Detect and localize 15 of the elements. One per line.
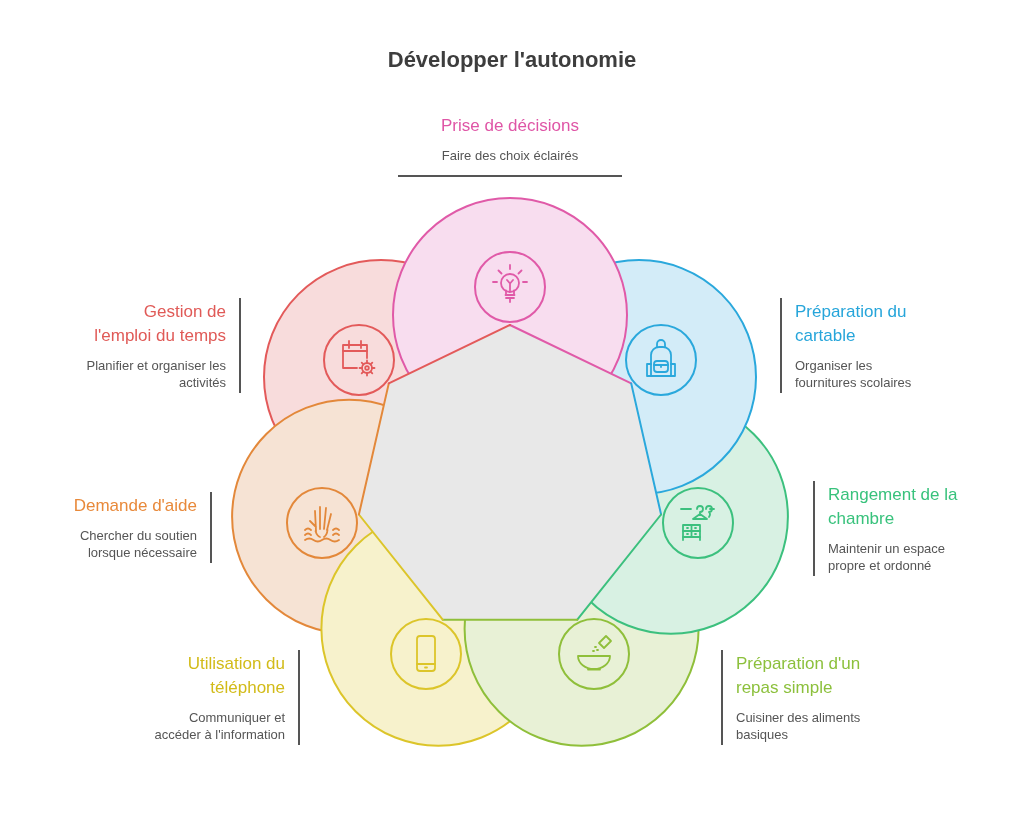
step-description: Planifier et organiser les activités (85, 357, 226, 391)
step-description: Cuisiner des aliments basiques (736, 709, 862, 743)
step-title: Préparation du cartable (795, 301, 908, 347)
title: Développer l'autonomie (386, 46, 638, 74)
step-description: Faire des choix éclairés (441, 147, 579, 164)
step-description: Communiquer et accéder à l'information (153, 709, 285, 743)
step-title: Préparation d'un repas simple (736, 653, 862, 699)
step-description: Chercher du soutien lorsque nécessaire (78, 527, 197, 561)
step-description: Organiser les fournitures scolaires (795, 357, 913, 391)
step-title: Utilisation du téléphone (186, 653, 285, 699)
step-title: Prise de décisions (441, 115, 579, 137)
step-title: Rangement de la chambre (828, 484, 959, 530)
step-title: Demande d'aide (73, 495, 197, 517)
step-title: Gestion de l'emploi du temps (93, 301, 226, 347)
step-description: Maintenir un espace propre et ordonné (828, 540, 947, 574)
